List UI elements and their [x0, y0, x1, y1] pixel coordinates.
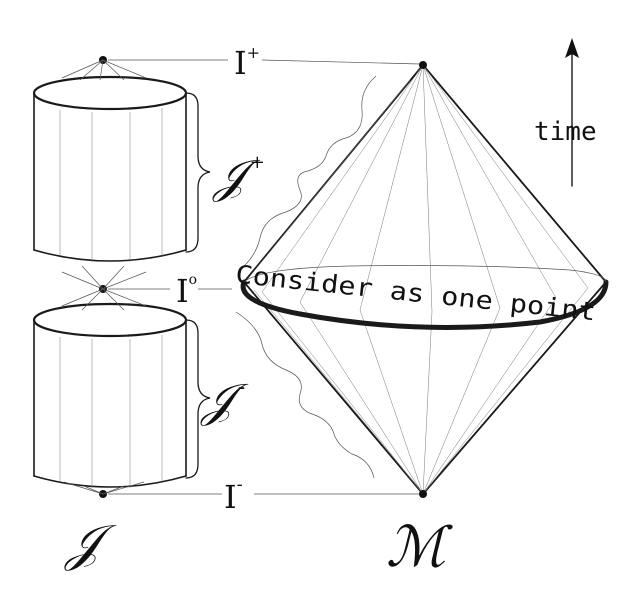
label-time: time	[534, 117, 597, 147]
i-plus-point-right	[419, 61, 427, 69]
label-scri-minus: 𝒥-	[200, 373, 249, 427]
label-scri: 𝒥	[64, 514, 117, 572]
brace-upper	[185, 92, 211, 253]
label-scri-plus: 𝒥+	[212, 149, 265, 203]
label-caption: Consider as one point	[234, 260, 597, 327]
label-i-zero: Io	[176, 272, 197, 310]
minkowski-diamond	[240, 61, 609, 498]
i-minus-point-right	[419, 490, 427, 498]
brace-diamond-lower	[235, 311, 375, 479]
connector-lines	[108, 59, 421, 495]
label-i-minus: I-	[224, 474, 243, 516]
brace-diamond-upper	[239, 75, 377, 271]
label-i-plus: I+	[234, 43, 260, 82]
i-plus-point-left	[61, 56, 147, 81]
brace-lower	[185, 319, 211, 479]
upper-cylinder	[32, 75, 188, 262]
lower-cylinder	[32, 302, 188, 488]
time-arrow	[565, 38, 579, 187]
i-minus-point-left	[63, 481, 145, 498]
label-minkowski: ℳ	[386, 515, 453, 580]
i-zero-point-left	[61, 265, 147, 311]
